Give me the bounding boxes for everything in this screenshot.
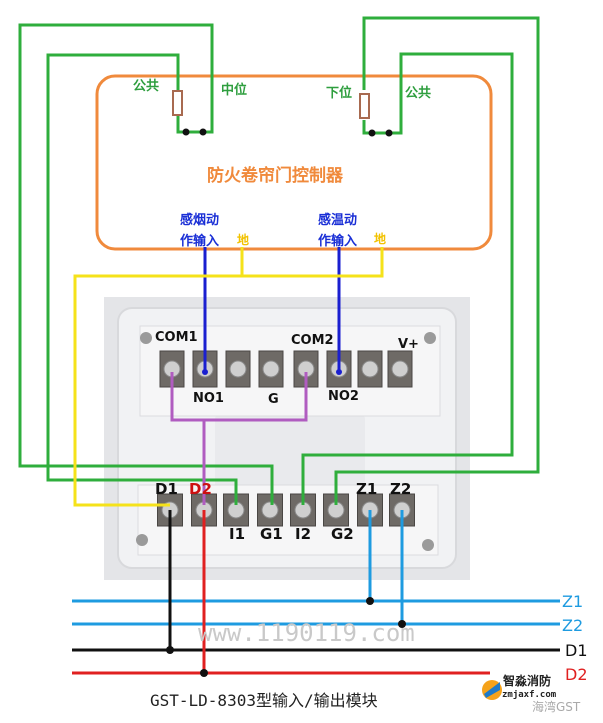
wire-common-left: [46, 53, 238, 505]
wire-common-right: [301, 52, 514, 505]
bus-lines: [72, 599, 560, 675]
screw-head-icon: [361, 360, 379, 378]
label-d2: D2: [189, 480, 212, 498]
brand-url: zmjaxf.com: [502, 689, 557, 700]
label-ground-2: 地: [374, 231, 386, 246]
contact-dot: [199, 128, 207, 136]
controller-box: [95, 74, 493, 251]
screw-head-icon: [262, 360, 280, 378]
label-smoke-input-2: 作输入: [180, 233, 219, 249]
screw-icon: [140, 332, 152, 344]
label-no2: NO2: [328, 389, 359, 404]
wire-lower-position: [334, 16, 540, 505]
green-wires: [18, 16, 540, 505]
resistor-left: [172, 90, 183, 116]
label-g: G: [268, 392, 279, 407]
label-no1: NO1: [193, 391, 224, 406]
screw-icon: [422, 539, 434, 551]
junction-dot: [166, 646, 174, 654]
label-g2: G2: [331, 525, 354, 543]
label-i2: I2: [295, 525, 311, 543]
label-common-left: 公共: [133, 78, 159, 94]
label-z1: Z1: [356, 480, 377, 498]
screw-head-icon: [391, 360, 409, 378]
junction-dot: [200, 669, 208, 677]
label-heat-input-1: 感温动: [318, 212, 357, 228]
label-d1: D1: [155, 480, 178, 498]
terminal-dot: [336, 369, 342, 375]
label-lower-position: 下位: [326, 85, 352, 101]
label-common-right: 公共: [405, 85, 431, 101]
screw-icon: [424, 332, 436, 344]
blue-wires: [203, 247, 341, 372]
screw-icon: [136, 534, 148, 546]
label-mid-position: 中位: [221, 82, 247, 98]
purple-wires: [170, 372, 308, 505]
junction-dot: [398, 620, 406, 628]
label-smoke-input-1: 感烟动: [180, 212, 219, 228]
label-com2: COM2: [291, 333, 334, 348]
contact-dot: [385, 129, 393, 137]
screw-head-icon: [229, 360, 247, 378]
module-caption: GST-LD-8303型输入/输出模块: [150, 691, 378, 710]
brand-logo: 智淼消防 zmjaxf.com 海湾GST: [482, 673, 581, 714]
terminal-dot: [202, 369, 208, 375]
bus-label-z2: Z2: [562, 616, 583, 635]
contact-dot: [182, 128, 190, 136]
label-vplus: V+: [398, 337, 419, 352]
watermark: www.1190119.com: [198, 619, 415, 647]
yellow-ground-wires: [73, 247, 384, 507]
brand-name: 智淼消防: [502, 673, 551, 688]
label-com1: COM1: [155, 330, 198, 345]
controller-title: 防火卷帘门控制器: [207, 165, 344, 186]
resistor-right: [359, 93, 370, 119]
brand-sub: 海湾GST: [532, 699, 581, 714]
bus-label-d2: D2: [565, 665, 588, 684]
label-g1: G1: [260, 525, 283, 543]
label-z2: Z2: [390, 480, 411, 498]
contact-dot: [368, 129, 376, 137]
label-heat-input-2: 作输入: [318, 233, 357, 249]
top-terminal-block: [159, 350, 413, 388]
junction-dot: [366, 597, 374, 605]
label-i1: I1: [229, 525, 245, 543]
wire-mid-position: [18, 23, 274, 505]
bus-label-d1: D1: [565, 641, 588, 660]
screw-head-icon: [261, 501, 279, 519]
label-ground-1: 地: [237, 232, 249, 247]
bus-label-z1: Z1: [562, 592, 583, 611]
